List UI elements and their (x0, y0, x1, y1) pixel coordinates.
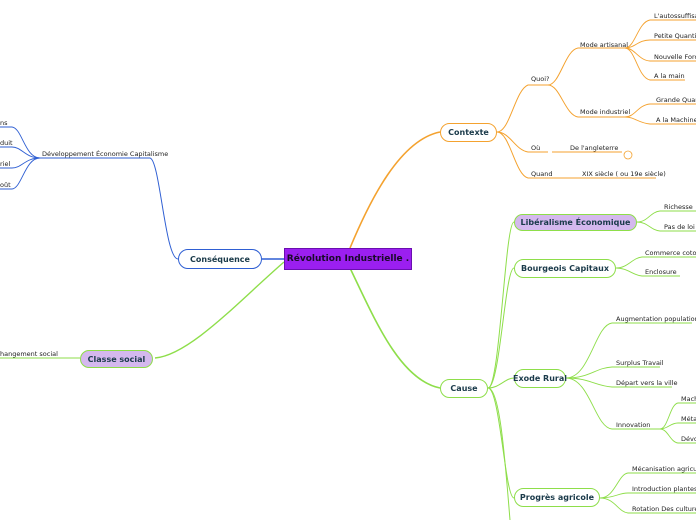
label-artisanal-1[interactable]: L'autossuffisan (654, 12, 696, 20)
label-changement-social[interactable]: hangement social (0, 350, 58, 358)
topic-progres-agricole[interactable]: Progrès agricole (514, 488, 600, 507)
label-innovation-3[interactable]: Dévo (681, 435, 696, 443)
label-rotation-cultures[interactable]: Rotation Des cultures (632, 505, 696, 513)
central-topic[interactable]: Révolution Industrielle . (284, 248, 412, 270)
topic-cause[interactable]: Cause (440, 379, 488, 398)
label-ou[interactable]: Où (531, 144, 541, 152)
label-developpement[interactable]: Développement Économie Capitalisme (42, 150, 169, 158)
topic-exode-label: Exode Rural (513, 374, 567, 383)
central-topic-label: Révolution Industrielle . (286, 254, 410, 264)
label-dev-3[interactable]: riel (0, 160, 11, 168)
topic-exode-rural[interactable]: Exode Rural (513, 369, 567, 388)
label-innovation-2[interactable]: Méta (681, 415, 696, 423)
topic-consequence-label: Conséquence (190, 254, 250, 264)
label-industriel-2[interactable]: A la Machine (656, 116, 696, 124)
label-mode-artisanal[interactable]: Mode artisanal (580, 41, 629, 49)
branch-classe (154, 261, 285, 359)
label-augmentation-population[interactable]: Augmentation population (616, 315, 696, 323)
label-quand-value[interactable]: XIX siècle ( ou 19e siècle) (582, 170, 666, 178)
label-richesse[interactable]: Richesse (664, 203, 693, 211)
topic-contexte[interactable]: Contexte (440, 123, 497, 142)
collapse-toggle (623, 150, 633, 160)
label-commerce-coton[interactable]: Commerce coton (645, 249, 696, 257)
label-mecanisation[interactable]: Mécanisation agricultu (632, 465, 696, 473)
label-enclosure[interactable]: Enclosure (645, 268, 677, 276)
topic-progres-label: Progrès agricole (519, 493, 595, 502)
topic-contexte-label: Contexte (448, 128, 489, 137)
topic-classe-label: Classe social (87, 354, 146, 364)
branch-contexte (349, 131, 441, 249)
label-mode-industriel[interactable]: Mode industriel (580, 108, 631, 116)
label-artisanal-4[interactable]: A la main (654, 72, 685, 80)
topic-bourgeois[interactable]: Bourgeois Capitaux (514, 259, 616, 278)
label-quoi[interactable]: Quoi? (531, 75, 550, 83)
label-innovation[interactable]: Innovation (616, 421, 651, 429)
label-quand[interactable]: Quand (531, 170, 553, 178)
label-ou-value[interactable]: De l'angleterre (570, 144, 619, 152)
label-surplus-travail[interactable]: Surplus Travail (616, 359, 664, 367)
label-dev-2[interactable]: duit (0, 139, 13, 147)
topic-bourgeois-label: Bourgeois Capitaux (521, 264, 609, 273)
label-dev-4[interactable]: oût (0, 181, 11, 189)
topic-classe-social[interactable]: Classe social (80, 350, 153, 368)
label-artisanal-3[interactable]: Nouvelle Force (654, 53, 696, 61)
topic-cause-label: Cause (450, 384, 478, 393)
label-artisanal-2[interactable]: Petite Quantité (654, 32, 696, 40)
topic-liberalisme-label: Libéralisme Économique (520, 218, 631, 227)
label-dev-1[interactable]: ns (0, 119, 8, 127)
label-introduction-plantes[interactable]: Introduction plantes (632, 485, 696, 493)
label-industriel-1[interactable]: Grande Quanti (656, 96, 696, 104)
label-innovation-1[interactable]: Mach (681, 395, 696, 403)
label-depart-ville[interactable]: Départ vers la ville (616, 379, 678, 387)
branch-cause (349, 267, 441, 389)
topic-liberalisme[interactable]: Libéralisme Économique (514, 214, 637, 231)
topic-consequence[interactable]: Conséquence (178, 249, 262, 269)
label-pas-de-loi[interactable]: Pas de loi (664, 223, 695, 231)
